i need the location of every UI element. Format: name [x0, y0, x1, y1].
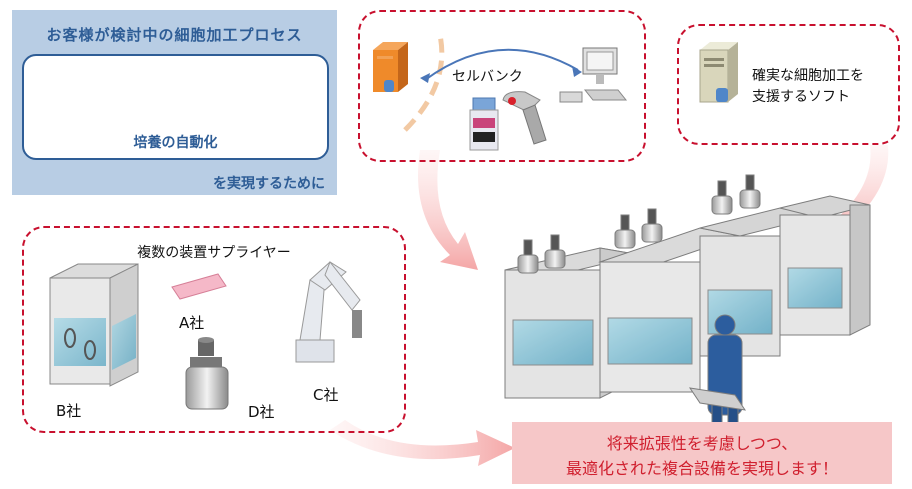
- flow-arrow-from-cellbank: [418, 150, 478, 270]
- integrated-equipment-illustration: [504, 174, 871, 431]
- customer-panel-footer: を実現するために: [213, 176, 325, 192]
- suppliers-title: 複数の装置サプライヤー: [137, 245, 291, 261]
- supplier-b-isolator: [49, 263, 139, 387]
- conclusion-callout: 将来拡張性を考慮しつつ、 最適化された複合設備を実現します！: [512, 422, 892, 484]
- suppliers-box: 複数の装置サプライヤー: [22, 226, 406, 433]
- supplier-c-robot-arm: [295, 261, 362, 363]
- company-c-label: C社: [313, 386, 339, 404]
- callout-line1: 将来拡張性を考慮しつつ、: [606, 434, 798, 453]
- customer-panel-title: お客様が検討中の細胞加工プロセス: [46, 26, 303, 44]
- callout-line2: 最適化された複合設備を実現します！: [565, 459, 838, 478]
- software-server-illustration: [699, 42, 738, 103]
- software-label-line1: 確実な細胞加工を: [752, 68, 864, 84]
- customer-process-panel: お客様が検討中の細胞加工プロセス 培養の自動化 を実現するために: [12, 10, 337, 195]
- software-box: [677, 24, 900, 145]
- company-b-label: B社: [56, 402, 82, 420]
- supplier-a-bag: [171, 273, 227, 300]
- automation-label: 培養の自動化: [133, 135, 218, 151]
- software-label-line2: 支援するソフト: [752, 89, 850, 105]
- cellbank-box: [358, 10, 646, 162]
- automation-frame: 培養の自動化: [22, 54, 329, 160]
- company-d-label: D社: [248, 403, 275, 421]
- cellbank-label: セルバンク: [452, 69, 523, 85]
- software-label: 確実な細胞加工を 支援するソフト: [752, 66, 864, 108]
- company-a-label: A社: [179, 314, 205, 332]
- cellbank-illustration: [373, 34, 628, 151]
- flow-arrow-from-suppliers: [330, 420, 515, 466]
- supplier-d-incubator: [185, 337, 229, 410]
